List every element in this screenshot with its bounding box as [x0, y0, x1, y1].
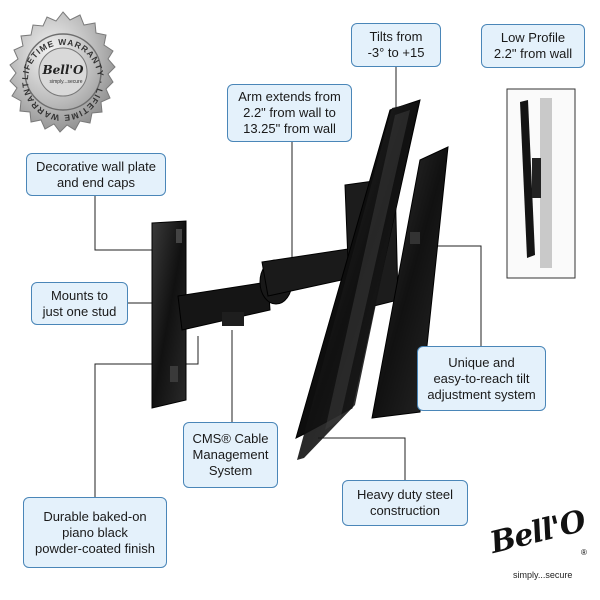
callout-arm: Arm extends from 2.2" from wall to 13.25…: [227, 84, 352, 142]
cable-management-clip: [222, 312, 244, 326]
wall-plate: [151, 220, 187, 409]
wall-plate-slot-top: [176, 229, 182, 243]
callout-cms: CMS® Cable Management System: [183, 422, 278, 488]
tilt-bracket-rail: [371, 146, 449, 419]
seal-center: [38, 47, 88, 97]
callout-one-stud: Mounts to just one stud: [31, 282, 128, 325]
bello-logo: Bell'O ® simply...secure: [487, 504, 589, 588]
tv-wall-mount: [151, 99, 449, 460]
callout-tilt: Tilts from -3° to +15: [351, 23, 441, 67]
callout-wall-plate: Decorative wall plate and end caps: [26, 153, 166, 196]
inset-tv-profile: [520, 100, 535, 258]
tilt-adjust-knob: [410, 232, 420, 244]
callout-low-profile: Low Profile 2.2" from wall: [481, 24, 585, 68]
callout-arm-text: Arm extends from 2.2" from wall to 13.25…: [238, 89, 341, 136]
logo-tagline: simply...secure: [513, 570, 573, 580]
lifetime-warranty-seal: LIFETIME WARRANTY · LIFETIME WARRANTY · …: [0, 0, 116, 133]
callout-finish-text: Durable baked-on piano black powder-coat…: [35, 508, 155, 556]
seal-brand: Bell'O: [41, 63, 84, 77]
leader-wall-plate: [94, 196, 160, 251]
callout-tilt-adjust-text: Unique and easy-to-reach tilt adjustment…: [427, 354, 536, 402]
logo-trademark: ®: [581, 548, 587, 557]
seal-inner-ring: [24, 33, 102, 111]
callout-finish: Durable baked-on piano black powder-coat…: [23, 497, 167, 568]
inset-wall: [540, 98, 552, 268]
low-profile-inset: [506, 88, 576, 279]
callout-steel: Heavy duty steel construction: [342, 480, 468, 526]
wall-plate-slot-bottom: [170, 366, 178, 382]
tv-plate-highlight: [325, 110, 410, 430]
callout-tilt-text: Tilts from -3° to +15: [367, 29, 425, 60]
inset-bracket: [532, 158, 541, 198]
callout-wall-plate-text: Decorative wall plate and end caps: [36, 158, 156, 190]
callout-one-stud-text: Mounts to just one stud: [42, 287, 117, 319]
seal-tagline: simply...secure: [50, 79, 83, 85]
lower-arm: [177, 281, 271, 331]
leader-steel: [318, 437, 406, 480]
callout-tilt-adjust: Unique and easy-to-reach tilt adjustment…: [417, 346, 546, 411]
callout-steel-text: Heavy duty steel construction: [356, 487, 454, 518]
leader-finish: [94, 336, 199, 497]
callout-low-profile-text: Low Profile 2.2" from wall: [493, 30, 573, 61]
callout-cms-text: CMS® Cable Management System: [192, 431, 269, 478]
